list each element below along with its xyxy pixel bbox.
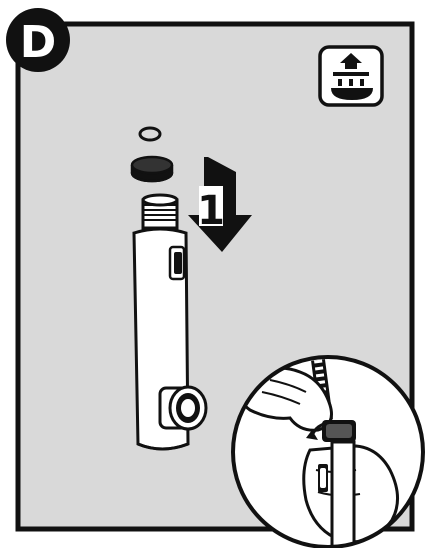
shower-head-icon <box>320 47 382 105</box>
arrow-number: 1 <box>197 188 225 234</box>
hands-detail-inset <box>233 357 423 548</box>
step-badge: D <box>6 8 70 72</box>
filter-disk <box>132 157 172 181</box>
step-letter: D <box>20 17 57 68</box>
